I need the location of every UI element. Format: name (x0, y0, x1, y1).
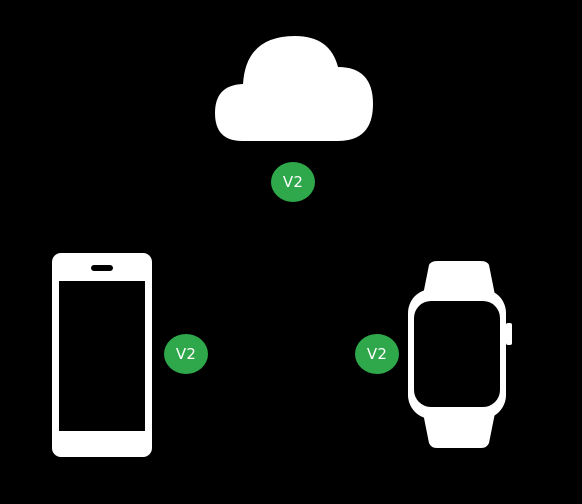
watch-version-badge: V2 (355, 334, 399, 374)
smartwatch-icon (407, 261, 513, 448)
cloud-icon (212, 34, 375, 142)
smartphone-icon (52, 253, 152, 457)
phone-version-badge: V2 (164, 334, 208, 374)
cloud-version-badge: V2 (271, 162, 315, 202)
